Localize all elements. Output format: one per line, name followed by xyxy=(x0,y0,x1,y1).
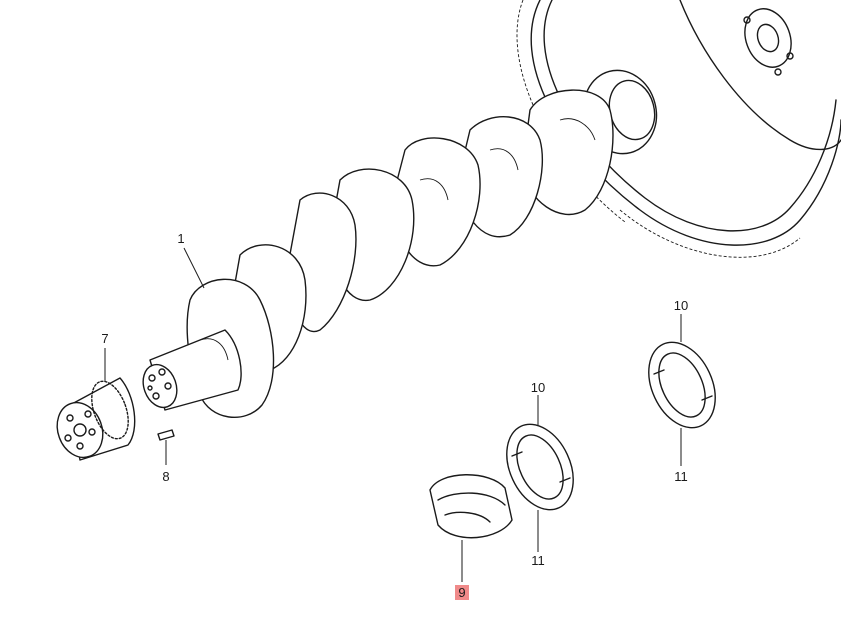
flywheel xyxy=(516,0,841,258)
callout-11-rear: 11 xyxy=(674,469,688,484)
callout-10-front: 10 xyxy=(530,380,546,395)
crankshaft xyxy=(142,69,658,419)
callout-11-front: 11 xyxy=(531,553,545,568)
callout-1: 1 xyxy=(177,231,185,246)
thrust-washer-front xyxy=(506,423,574,511)
dowel-pin xyxy=(157,429,175,441)
callout-7: 7 xyxy=(101,331,109,346)
timing-gear xyxy=(56,377,136,461)
callout-9: 9 xyxy=(455,585,469,600)
leader-lines xyxy=(104,247,682,582)
callout-8: 8 xyxy=(162,469,170,484)
callout-10-rear: 10 xyxy=(673,298,689,313)
main-bearing-shell xyxy=(429,474,513,539)
thrust-washer-rear xyxy=(648,341,716,429)
